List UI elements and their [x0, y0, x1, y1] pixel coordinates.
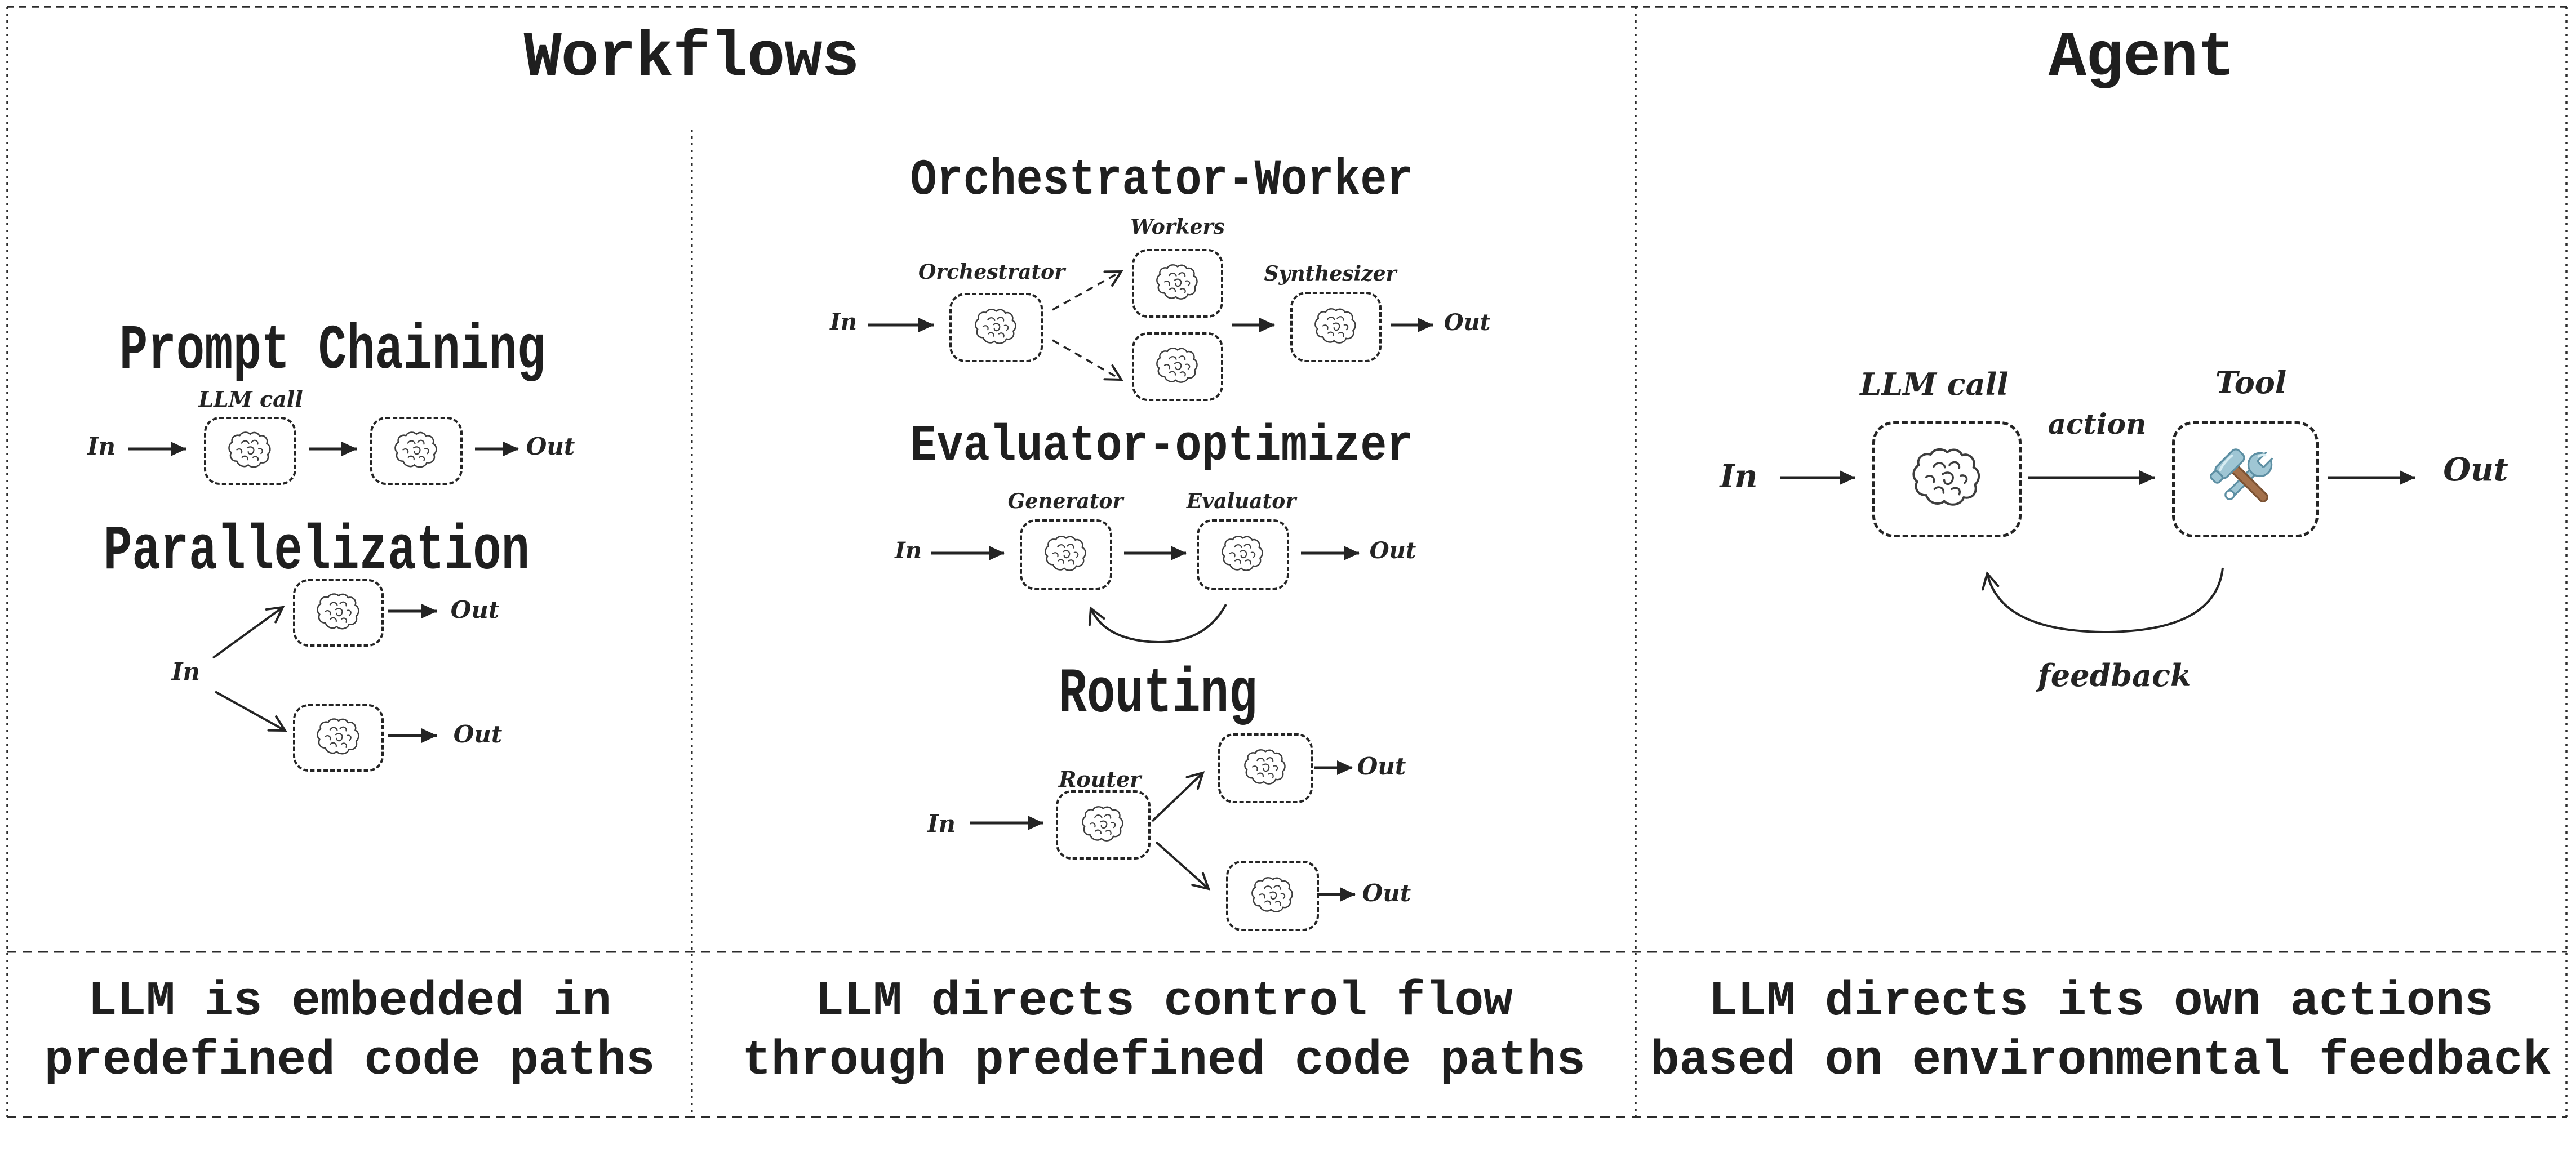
llm-node: [204, 417, 296, 485]
worker-node: [1132, 332, 1223, 401]
caption-workflows-right: LLM directs control flow through predefi…: [742, 974, 1585, 1088]
out-label: Out: [2443, 451, 2508, 488]
evaluator-label: Evaluator: [1186, 489, 1296, 513]
brain-icon: [1250, 875, 1296, 917]
agent-tool-node: [2172, 421, 2319, 537]
agent-llm-node: [1872, 421, 2022, 537]
synthesizer-label: Synthesizer: [1264, 262, 1397, 286]
synthesizer-node: [1290, 292, 1382, 362]
brain-icon: [1043, 534, 1089, 576]
brain-icon: [393, 430, 440, 473]
router-node: [1056, 790, 1151, 860]
in-label: In: [830, 309, 857, 335]
brain-icon: [1154, 262, 1201, 304]
agent-panel-title: Agent: [2048, 23, 2236, 94]
out-label: Out: [450, 596, 500, 624]
workflows-panel-title: Workflows: [523, 23, 860, 94]
caption-workflows-left: LLM is embedded in predefined code paths: [44, 974, 655, 1088]
in-label: In: [895, 537, 922, 564]
workers-label: Workers: [1130, 215, 1225, 239]
brain-icon: [226, 430, 274, 473]
llm-call-label: LLM call: [198, 386, 303, 412]
routing-heading: Routing: [1058, 659, 1258, 731]
router-label: Router: [1058, 767, 1142, 792]
brain-icon: [1080, 804, 1126, 846]
prompt-chaining-heading: Prompt Chaining: [119, 315, 546, 387]
brain-icon: [1220, 534, 1266, 576]
orchestrator-worker-heading: Orchestrator-Worker: [910, 152, 1414, 210]
out-label: Out: [1369, 537, 1416, 564]
feedback-label: feedback: [2037, 657, 2192, 693]
action-label: action: [2048, 407, 2147, 440]
route-node: [1226, 861, 1319, 931]
out-label: Out: [1362, 879, 1411, 907]
generator-node: [1020, 519, 1112, 590]
hammer-wrench-icon: [2209, 443, 2282, 516]
brain-icon: [1242, 747, 1289, 789]
llm-call-label: LLM call: [1860, 366, 2009, 402]
brain-icon: [1313, 306, 1359, 348]
in-label: In: [927, 810, 956, 838]
brain-icon: [315, 716, 362, 759]
brain-icon: [1154, 346, 1201, 388]
worker-node: [1132, 249, 1223, 318]
parallelization-heading: Parallelization: [103, 516, 530, 587]
orchestrator-node: [949, 293, 1043, 362]
evaluator-node: [1197, 519, 1289, 590]
route-node: [1218, 733, 1313, 803]
out-label: Out: [1357, 753, 1406, 780]
brain-icon: [973, 307, 1019, 349]
llm-node: [293, 704, 384, 772]
in-label: In: [87, 433, 116, 460]
brain-icon: [315, 591, 362, 634]
brain-icon: [1909, 446, 1985, 513]
in-label: In: [1720, 458, 1758, 495]
tool-label: Tool: [2215, 364, 2287, 400]
orchestrator-label: Orchestrator: [918, 260, 1065, 284]
out-label: Out: [453, 720, 503, 748]
caption-agent: LLM directs its own actions based on env…: [1650, 974, 2552, 1088]
out-label: Out: [526, 433, 575, 460]
generator-label: Generator: [1007, 489, 1123, 513]
llm-node: [370, 417, 463, 485]
in-label: In: [171, 658, 201, 685]
out-label: Out: [1444, 309, 1491, 336]
llm-node: [293, 579, 384, 647]
evaluator-optimizer-heading: Evaluator-optimizer: [910, 418, 1414, 475]
